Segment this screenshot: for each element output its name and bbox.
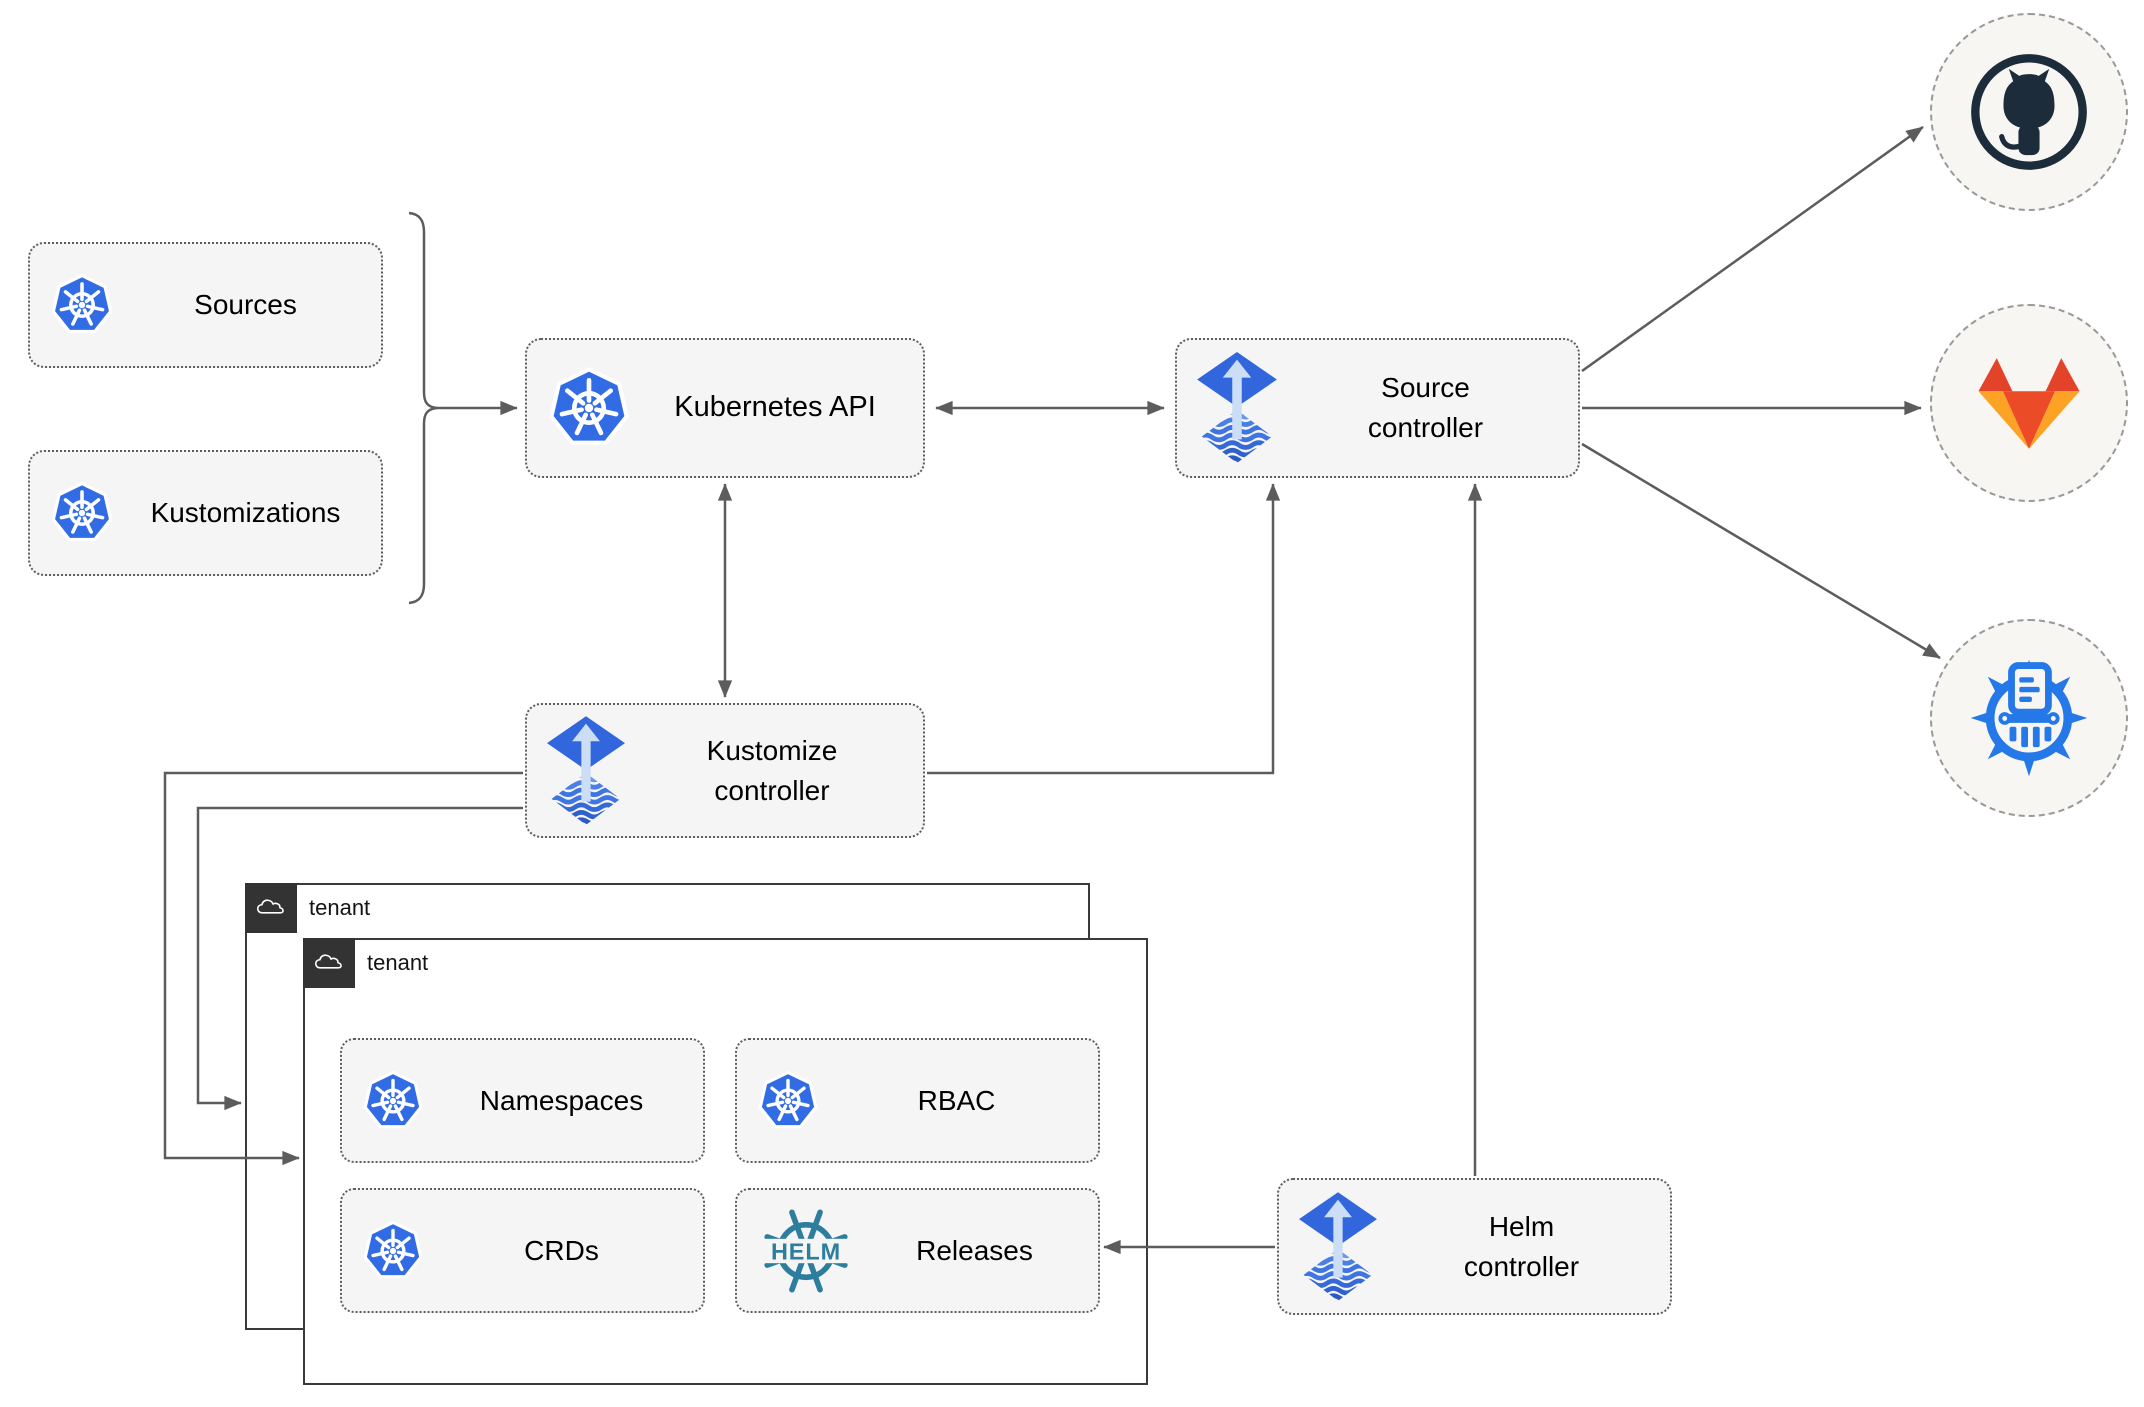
external-gitlab bbox=[1930, 304, 2128, 502]
kubernetes-icon bbox=[362, 1220, 424, 1282]
node-label: Namespaces bbox=[479, 1084, 644, 1116]
node-label-line1: Kustomize bbox=[706, 734, 838, 766]
node-helm-controller: Helm controller bbox=[1277, 1178, 1672, 1315]
github-icon bbox=[1963, 46, 2095, 178]
node-crds: CRDs bbox=[340, 1188, 705, 1313]
chartmuseum-icon bbox=[1961, 650, 2097, 786]
node-label: Kustomize controller bbox=[635, 731, 909, 811]
tenant-label: tenant bbox=[367, 949, 429, 975]
cloud-icon bbox=[255, 896, 287, 919]
kubernetes-icon bbox=[547, 366, 631, 450]
node-kubernetes-api: Kubernetes API bbox=[525, 338, 925, 478]
flux-icon bbox=[1299, 1192, 1377, 1302]
helm-logo-text: HELM bbox=[771, 1238, 841, 1264]
gitlab-icon bbox=[1968, 351, 2090, 456]
node-label: Helm controller bbox=[1387, 1207, 1656, 1287]
arrow-source-controller-to-chart-repository bbox=[1581, 442, 1941, 660]
kubernetes-icon bbox=[757, 1070, 819, 1132]
node-kustomizations: Kustomizations bbox=[28, 450, 383, 576]
flux-icon bbox=[1197, 352, 1277, 464]
node-label-line1: Helm bbox=[1488, 1210, 1555, 1242]
external-chart-repository bbox=[1930, 619, 2128, 817]
kubernetes-icon bbox=[50, 481, 114, 545]
node-source-controller: Source controller bbox=[1175, 338, 1580, 478]
flux-icon bbox=[547, 716, 625, 826]
bracket-sources-group bbox=[408, 211, 438, 605]
node-rbac: RBAC bbox=[735, 1038, 1100, 1163]
node-label-line2: controller bbox=[714, 774, 830, 806]
tenant-tab bbox=[302, 937, 355, 988]
node-label: Kustomizations bbox=[150, 497, 341, 529]
helm-icon: HELM bbox=[757, 1208, 855, 1293]
node-label: Sources bbox=[194, 289, 297, 321]
node-label-line2: controller bbox=[1463, 1250, 1580, 1282]
external-github bbox=[1930, 13, 2128, 211]
node-sources: Sources bbox=[28, 242, 383, 368]
cloud-icon bbox=[313, 951, 345, 974]
node-releases: HELM Releases bbox=[735, 1188, 1100, 1313]
node-label-line1: Source bbox=[1381, 372, 1470, 404]
arrow-kustomize-controller-to-source-controller bbox=[927, 483, 1281, 775]
node-label: Kubernetes API bbox=[674, 391, 876, 424]
node-label: Releases bbox=[916, 1234, 1033, 1266]
tenant-tab bbox=[244, 882, 297, 933]
node-namespaces: Namespaces bbox=[340, 1038, 705, 1163]
kubernetes-icon bbox=[362, 1070, 424, 1132]
kubernetes-icon bbox=[50, 273, 114, 337]
arrow-source-controller-to-github bbox=[1581, 125, 1924, 373]
node-kustomize-controller: Kustomize controller bbox=[525, 703, 925, 838]
node-label: CRDs bbox=[524, 1234, 599, 1266]
tenant-label: tenant bbox=[309, 894, 371, 920]
node-label: RBAC bbox=[917, 1084, 996, 1116]
node-label-line2: controller bbox=[1367, 412, 1484, 443]
node-label: Source controller bbox=[1287, 368, 1564, 448]
